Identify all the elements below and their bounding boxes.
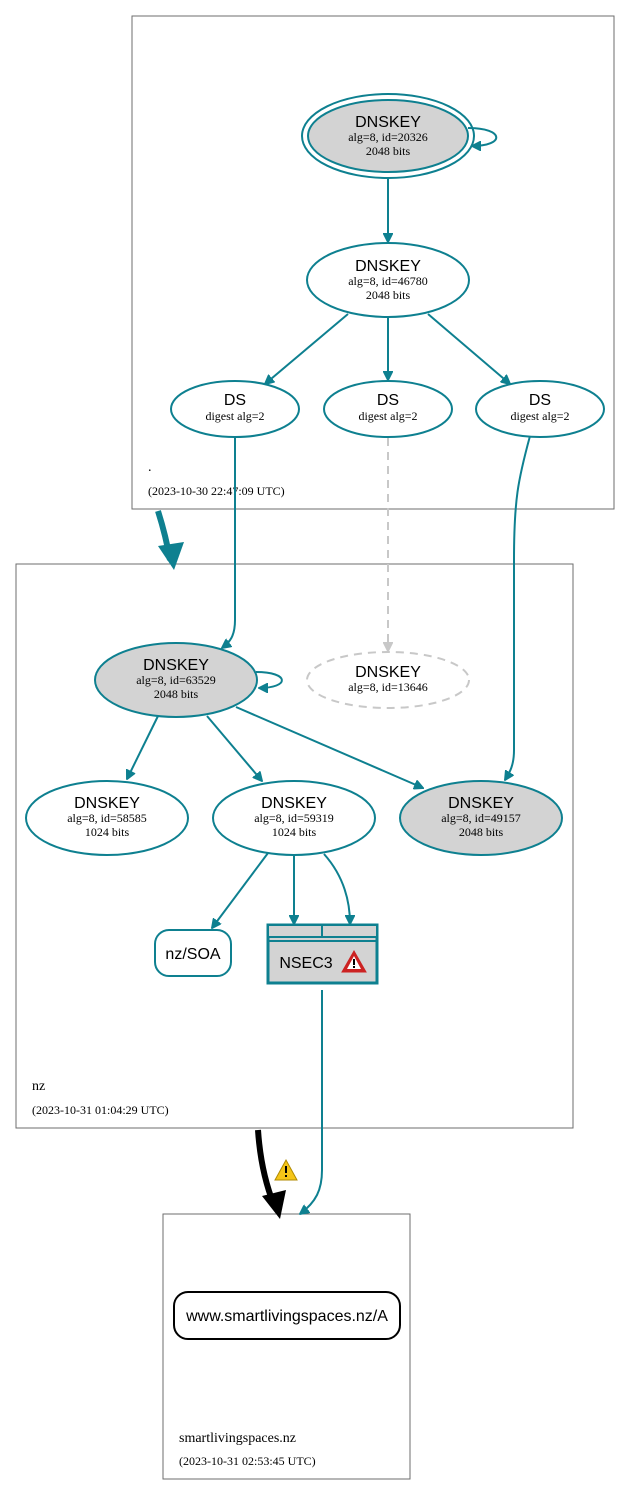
edge-ds1-to-nz-ksk <box>222 436 236 648</box>
edge-59319-to-nsec3-b <box>323 853 350 924</box>
edge-root-zsk-to-ds1 <box>265 313 349 384</box>
node-59319-line1: alg=8, id=59319 <box>254 811 334 825</box>
zone-root: . (2023-10-30 22:47:09 UTC) <box>131 15 615 510</box>
node-49157-line1: alg=8, id=49157 <box>441 811 521 825</box>
warning-triangle-yellow-icon <box>274 1158 298 1181</box>
node-root-zsk-line2: 2048 bits <box>366 288 411 302</box>
node-58585-line1: alg=8, id=58585 <box>67 811 147 825</box>
node-49157-line2: 2048 bits <box>459 825 504 839</box>
node-nz-missing-line1: alg=8, id=13646 <box>348 680 428 694</box>
node-root-zsk[interactable]: DNSKEY alg=8, id=46780 2048 bits <box>306 242 470 318</box>
node-ds-3-title: DS <box>529 392 551 409</box>
node-ds-2-line1: digest alg=2 <box>358 409 417 423</box>
delegation-nz-to-leaf-head <box>262 1190 286 1219</box>
node-leaf-a-label: www.smartlivingspaces.nz/A <box>185 1308 388 1325</box>
node-leaf-a-record[interactable]: www.smartlivingspaces.nz/A <box>173 1291 401 1340</box>
node-nz-ksk-line1: alg=8, id=63529 <box>136 673 216 687</box>
edge-nsec3-to-leaf <box>300 990 323 1214</box>
zone-nz-label: nz <box>32 1079 45 1094</box>
node-nz-dnskey-59319[interactable]: DNSKEY alg=8, id=59319 1024 bits <box>212 780 376 856</box>
node-nz-missing-title: DNSKEY <box>355 664 421 681</box>
node-nsec3-label: NSEC3 <box>279 955 332 972</box>
node-nz-missing-dnskey[interactable]: DNSKEY alg=8, id=13646 <box>306 651 470 709</box>
node-59319-line2: 1024 bits <box>272 825 317 839</box>
zone-leaf: smartlivingspaces.nz (2023-10-31 02:53:4… <box>162 1213 411 1480</box>
edge-ds3-to-nz-49157 <box>505 435 531 780</box>
node-59319-title: DNSKEY <box>261 795 327 812</box>
edge-nz-ksk-to-49157 <box>235 706 423 788</box>
node-nz-ksk[interactable]: DNSKEY alg=8, id=63529 2048 bits <box>94 642 258 718</box>
edge-nz-ksk-to-59319 <box>206 715 262 781</box>
node-nz-dnskey-49157[interactable]: DNSKEY alg=8, id=49157 2048 bits <box>399 780 563 856</box>
node-root-ksk-line1: alg=8, id=20326 <box>348 130 428 144</box>
zone-root-label: . <box>148 460 152 475</box>
node-nz-ksk-line2: 2048 bits <box>154 687 199 701</box>
node-root-zsk-line1: alg=8, id=46780 <box>348 274 428 288</box>
edges <box>127 127 531 1219</box>
node-nz-soa-label: nz/SOA <box>165 946 220 963</box>
edge-nz-ksk-to-58585 <box>127 715 159 779</box>
node-root-ksk-line2: 2048 bits <box>366 144 411 158</box>
node-nz-soa[interactable]: nz/SOA <box>154 929 232 977</box>
node-nz-ksk-title: DNSKEY <box>143 657 209 674</box>
warning-triangle-red-icon <box>341 949 367 973</box>
zone-nz: nz (2023-10-31 01:04:29 UTC) <box>15 563 574 1129</box>
node-ds-2[interactable]: DS digest alg=2 <box>323 380 453 438</box>
edge-root-zsk-to-ds3 <box>427 313 510 384</box>
delegation-root-to-nz-head <box>158 542 184 570</box>
node-ds-1-line1: digest alg=2 <box>205 409 264 423</box>
node-ds-1-title: DS <box>224 392 246 409</box>
node-ds-2-title: DS <box>377 392 399 409</box>
node-nz-dnskey-58585[interactable]: DNSKEY alg=8, id=58585 1024 bits <box>25 780 189 856</box>
node-ds-3[interactable]: DS digest alg=2 <box>475 380 605 438</box>
node-ds-3-line1: digest alg=2 <box>510 409 569 423</box>
zone-leaf-label: smartlivingspaces.nz <box>179 1431 296 1446</box>
zone-root-date: (2023-10-30 22:47:09 UTC) <box>148 484 285 498</box>
edge-59319-to-soa <box>212 852 269 928</box>
node-root-ksk[interactable]: DNSKEY alg=8, id=20326 2048 bits <box>301 93 475 179</box>
node-root-zsk-title: DNSKEY <box>355 258 421 275</box>
edge-root-ksk-self <box>467 127 498 146</box>
zone-nz-date: (2023-10-31 01:04:29 UTC) <box>32 1103 169 1117</box>
node-root-ksk-title: DNSKEY <box>355 114 421 131</box>
node-58585-title: DNSKEY <box>74 795 140 812</box>
node-nsec3[interactable]: NSEC3 <box>266 923 379 985</box>
edge-nz-ksk-self <box>255 671 283 688</box>
zone-leaf-date: (2023-10-31 02:53:45 UTC) <box>179 1454 316 1468</box>
node-ds-1[interactable]: DS digest alg=2 <box>170 380 300 438</box>
node-58585-line2: 1024 bits <box>85 825 130 839</box>
node-49157-title: DNSKEY <box>448 795 514 812</box>
